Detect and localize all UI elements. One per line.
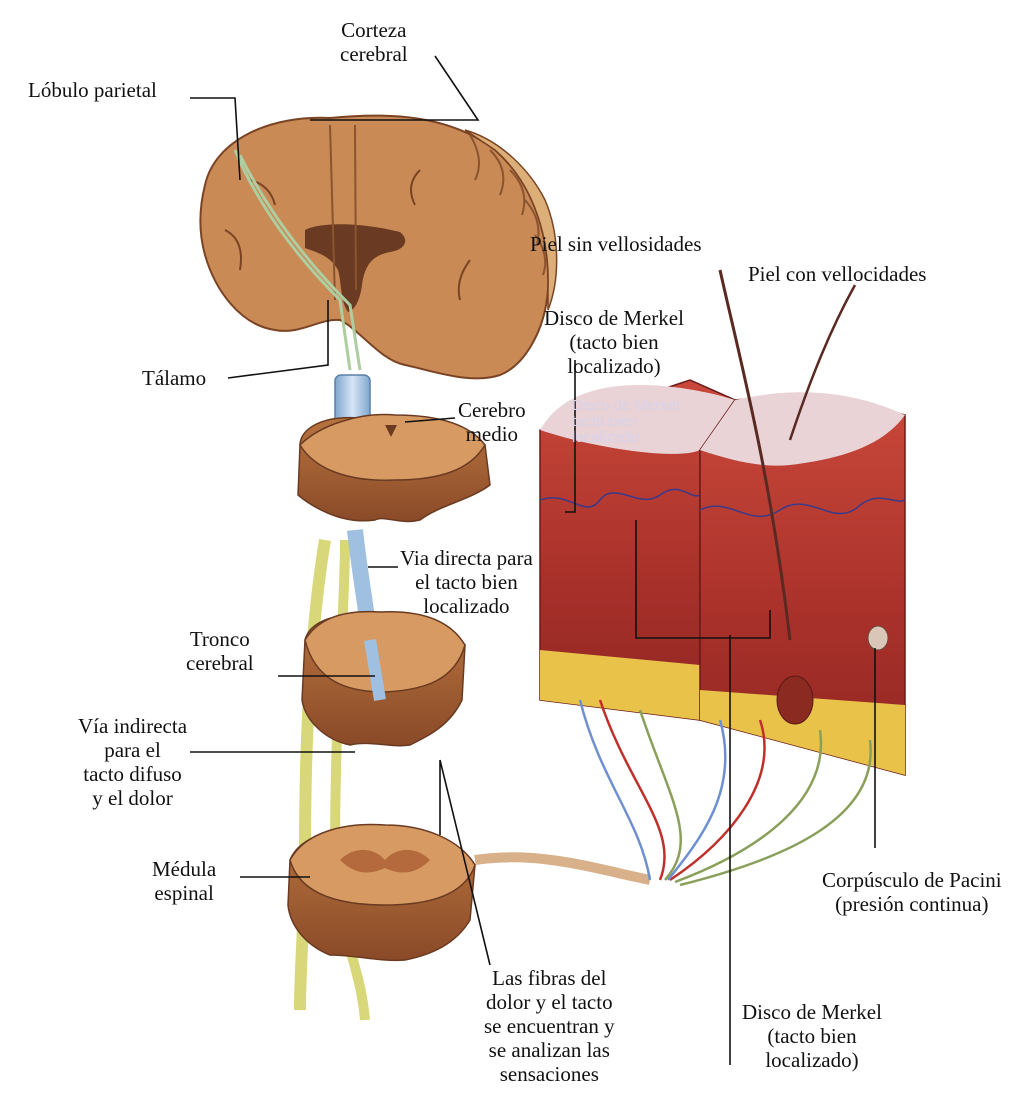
spinal-slice [288,824,475,960]
brain-section [200,116,556,379]
label-lobulo-parietal: Lóbulo parietal [28,78,157,102]
label-piel-con-vellocidades: Piel con vellocidades [748,262,926,286]
label-talamo: Tálamo [142,366,206,390]
label-pacini: Corpúsculo de Pacini(presión continua) [822,868,1002,916]
label-piel-sin-vellosidades: Piel sin vellosidades [530,232,702,256]
brainstem-slice [302,612,465,746]
